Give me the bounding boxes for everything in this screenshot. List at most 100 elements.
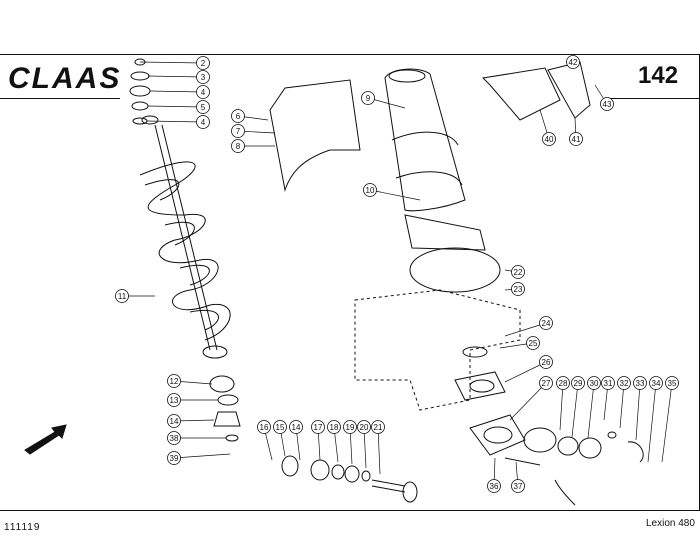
callout-circle <box>511 479 525 493</box>
callout-circle <box>257 420 271 434</box>
callout-circle <box>600 97 614 111</box>
callout-circle <box>556 376 570 390</box>
callout-label: 9 <box>366 94 371 103</box>
callout-label: 22 <box>514 268 523 277</box>
callout-2: 2 <box>139 56 210 70</box>
leader-line <box>147 75 204 78</box>
callout-label: 31 <box>604 379 613 388</box>
model-name: Lexion 480 <box>646 518 695 529</box>
leader-line <box>149 90 204 93</box>
leader-line <box>661 382 673 463</box>
callout-circle <box>361 91 375 105</box>
callout-circle <box>196 100 210 114</box>
callout-circle <box>231 124 245 138</box>
callout-circle <box>231 139 245 153</box>
page-number: 142 <box>638 62 679 89</box>
callout-label: 33 <box>636 379 645 388</box>
header-rule <box>0 98 120 99</box>
callout-label: 42 <box>569 58 578 67</box>
callout-36: 36 <box>487 457 501 493</box>
leader-line <box>146 120 204 123</box>
callout-21: 21 <box>371 420 385 475</box>
callout-19: 19 <box>343 420 357 465</box>
callout-circle <box>371 420 385 434</box>
callout-label: 38 <box>170 434 179 443</box>
callout-label: 17 <box>314 423 323 432</box>
callout-20: 20 <box>357 420 371 469</box>
callout-circle <box>196 115 210 129</box>
callout-label: 36 <box>490 482 499 491</box>
callout-circle <box>511 265 525 279</box>
callout-label: 14 <box>292 423 301 432</box>
callout-circle <box>539 316 553 330</box>
callout-35: 35 <box>661 376 679 463</box>
callout-circle <box>601 376 615 390</box>
callout-circle <box>633 376 647 390</box>
callout-label: 7 <box>236 127 241 136</box>
callout-circle <box>566 55 580 69</box>
callout-label: 26 <box>542 358 551 367</box>
chute-tube-drawing <box>384 68 501 293</box>
leader-line <box>647 382 657 463</box>
top-border <box>0 54 700 55</box>
callout-label: 16 <box>260 423 269 432</box>
document-code: 111119 <box>4 522 41 533</box>
callout-31: 31 <box>601 376 615 421</box>
callout-label: 35 <box>668 379 677 388</box>
bottom-border <box>0 510 700 511</box>
callout-label: 3 <box>201 73 206 82</box>
callout-label: 20 <box>360 423 369 432</box>
callout-label: 40 <box>545 135 554 144</box>
callout-label: 4 <box>201 118 206 127</box>
callout-circle <box>273 420 287 434</box>
callout-circle <box>542 132 556 146</box>
callout-label: 34 <box>652 379 661 388</box>
gearbox-drawing <box>454 346 526 456</box>
callout-circle <box>311 420 325 434</box>
callout-4: 4 <box>149 85 210 99</box>
callout-label: 39 <box>170 454 179 463</box>
callout-circle <box>196 56 210 70</box>
callout-26: 26 <box>504 355 553 383</box>
callout-circle <box>167 414 181 428</box>
deflector-drawing <box>481 67 561 121</box>
callout-label: 24 <box>542 319 551 328</box>
callout-11: 11 <box>115 289 155 303</box>
callout-label: 37 <box>514 482 523 491</box>
callout-circle <box>617 376 631 390</box>
callout-label: 25 <box>529 339 538 348</box>
leader-line <box>635 382 641 441</box>
callout-17: 17 <box>311 420 325 461</box>
callout-label: 30 <box>590 379 599 388</box>
top-bearing-stack <box>129 58 151 125</box>
callout-41: 41 <box>569 117 583 146</box>
callout-circle <box>487 479 501 493</box>
callout-label: 2 <box>201 59 206 68</box>
leader-line <box>504 322 547 337</box>
callout-label: 18 <box>330 423 339 432</box>
callout-circle <box>289 420 303 434</box>
callout-7: 7 <box>231 124 276 138</box>
leader-line <box>619 382 625 429</box>
callout-label: 43 <box>603 100 612 109</box>
leader-line <box>509 382 547 421</box>
housing-outline <box>354 289 521 411</box>
callout-label: 21 <box>374 423 383 432</box>
callout-38: 38 <box>167 431 226 445</box>
callout-24: 24 <box>504 316 553 337</box>
callout-3: 3 <box>147 70 210 84</box>
callout-circle <box>343 420 357 434</box>
callout-16: 16 <box>257 420 273 461</box>
callout-23: 23 <box>504 282 525 296</box>
callout-label: 19 <box>346 423 355 432</box>
callout-34: 34 <box>647 376 663 463</box>
callout-label: 13 <box>170 396 179 405</box>
callout-circle <box>327 420 341 434</box>
callout-14: 14 <box>167 414 215 428</box>
callout-label: 12 <box>170 377 179 386</box>
callout-42: 42 <box>566 55 580 69</box>
callout-circle <box>167 431 181 445</box>
